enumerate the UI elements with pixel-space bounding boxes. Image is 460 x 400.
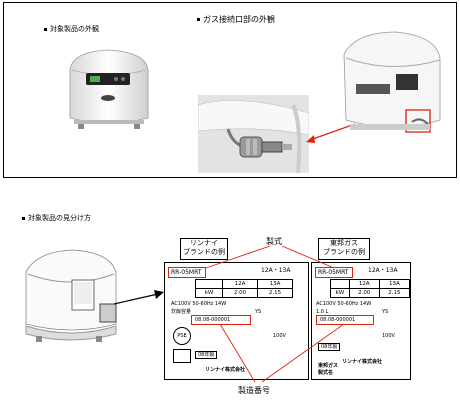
toho-gas-type: 12A・13A <box>368 267 398 274</box>
toho-serial: 08.08-000001 <box>320 317 356 323</box>
rinnai-ys: YS <box>255 309 262 315</box>
bullet-icon <box>22 216 25 220</box>
toho-model-highlight <box>315 267 353 278</box>
rinnai-maker: リンナイ株式会社 <box>205 367 246 373</box>
pse-mark-icon: PSE <box>173 327 191 345</box>
rice-cooker-photo <box>56 40 161 135</box>
toho-serial-highlight <box>316 315 374 325</box>
rinnai-gas-type: 12A・13A <box>261 267 291 274</box>
toho-year: 08年製 <box>318 343 341 351</box>
rinnai-serial: 08.08-000001 <box>195 317 231 323</box>
gas-inlet-closeup-photo <box>198 95 309 173</box>
rinnai-model: RR-05MRT <box>171 269 202 276</box>
top-panel <box>3 2 457 178</box>
rinnai-model-highlight <box>168 267 206 278</box>
toho-ys: YS <box>382 309 389 315</box>
toho-model: RR-05MRT <box>318 269 349 276</box>
model-label: 製式 <box>266 237 282 246</box>
rinnai-voltage: 100V <box>273 333 286 339</box>
rice-cooker-label-location-photo <box>16 244 126 352</box>
gas-inlet-caption: ガス接続口部の外観 <box>197 14 275 25</box>
rinnai-capacity: 炊飯容量 <box>171 309 192 315</box>
product-exterior-caption: 対象製品の外観 <box>44 24 99 34</box>
highlight-arrow <box>306 123 356 143</box>
toho-capacity: 1.0 L <box>316 309 329 315</box>
toho-maker: リンナイ株式会社 <box>342 359 383 365</box>
identification-caption: 対象製品の見分け方 <box>22 213 91 223</box>
bullet-icon <box>44 27 47 31</box>
toho-elec: AC100V 50-60Hz 14W <box>316 301 372 307</box>
toho-brand-callout: 東邦ガス ブランドの例 <box>318 238 370 260</box>
toho-brand: 東邦ガス <box>318 363 339 369</box>
label-pointer-arrow <box>113 290 164 305</box>
rinnai-brand-callout: リンナイ ブランドの例 <box>180 238 228 260</box>
rice-cooker-gas-side-photo <box>336 24 448 142</box>
toho-voltage: 100V <box>382 333 395 339</box>
rinnai-elec: AC100V 50-60Hz 14W <box>171 301 227 307</box>
serial-label: 製造番号 <box>238 386 270 395</box>
toho-brand-sub: 製式名 <box>318 370 334 376</box>
gas-inlet-highlight <box>405 109 431 133</box>
rinnai-year: 08年製 <box>195 351 218 359</box>
certification-seal-icon <box>173 349 191 363</box>
bullet-icon <box>197 18 200 21</box>
